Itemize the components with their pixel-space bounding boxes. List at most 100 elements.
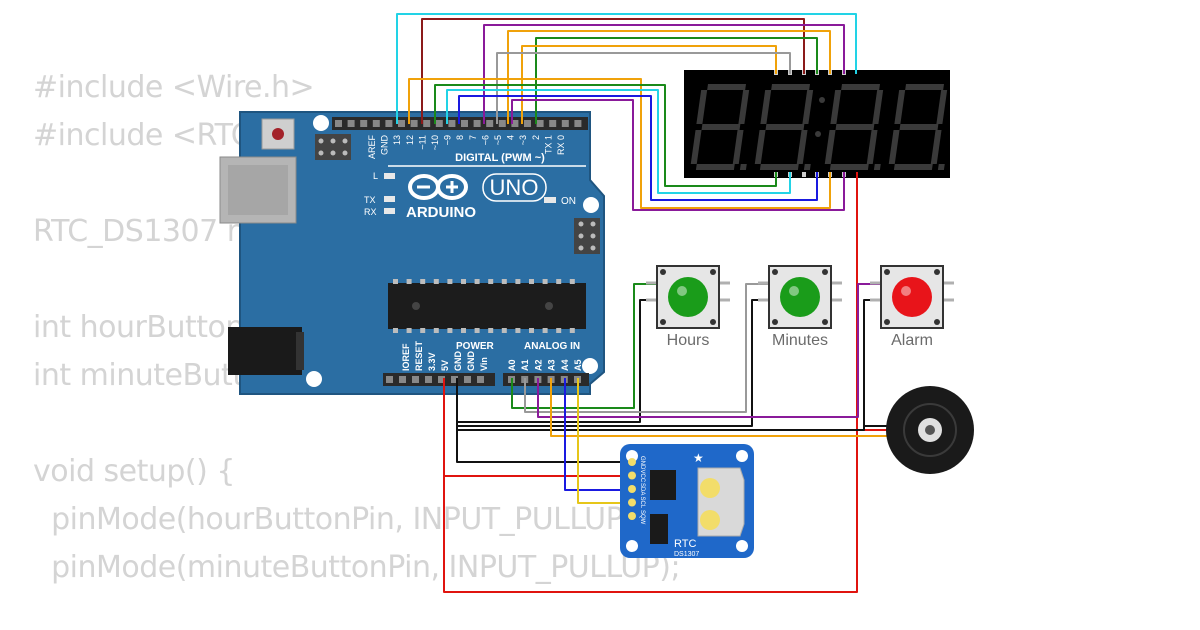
wire-green-top: [535, 37, 818, 124]
decimal-point: [937, 164, 945, 170]
wire-orange-mid: [408, 78, 831, 209]
atmega-chip: [388, 279, 586, 333]
rx-led: [384, 208, 395, 214]
header-hole: [423, 120, 431, 127]
minutes-button[interactable]: Minutes: [758, 265, 842, 349]
power-pin-label: Vin: [479, 357, 489, 371]
analog-pin-label: A1: [520, 359, 530, 371]
wires: [396, 13, 888, 593]
analog-pin-label: A2: [533, 359, 543, 371]
mounting-hole: [582, 358, 598, 374]
digital-pin-label: 13: [392, 135, 402, 145]
rtc-title: RTC: [674, 538, 696, 550]
header-hole: [385, 120, 393, 127]
seven-segment-display[interactable]: [684, 70, 956, 178]
uno-model-label: UNO: [490, 175, 539, 200]
wire-purple-a2: [537, 283, 881, 418]
tx-label: TX: [364, 195, 376, 205]
analog-pin-label: A3: [547, 359, 557, 371]
wire-gray-a1: [524, 283, 769, 413]
buzzer[interactable]: [886, 386, 974, 474]
wire-green-mid: [434, 84, 777, 187]
power-pin-label: IOREF: [401, 343, 411, 371]
rtc-pin: [628, 512, 636, 520]
digital-pin-label: RX 0: [556, 135, 566, 155]
header-hole: [448, 120, 456, 127]
header-hole: [335, 120, 342, 127]
wire-green-a0: [511, 283, 657, 409]
colon-dot: [819, 97, 825, 103]
button-label: Alarm: [891, 332, 933, 349]
reset-button[interactable]: [261, 118, 295, 150]
on-led: [544, 197, 556, 203]
code-line: pinMode(minuteButtonPin, INPUT_PULLUP);: [33, 550, 681, 585]
wire-cyan-top: [396, 13, 857, 124]
power-pin-label: 3.3V: [427, 352, 437, 371]
power-pin-label: RESET: [414, 340, 424, 371]
header-hole: [477, 376, 484, 383]
header-hole: [410, 120, 418, 127]
wire-black-gnd: [456, 378, 628, 463]
code-line: void setup() {: [33, 454, 235, 489]
wire-purple-mid: [511, 99, 845, 211]
digit-4: [888, 84, 948, 170]
digital-pin-label: TX 1: [543, 135, 553, 154]
rtc-chip-label: DS1307: [674, 551, 699, 558]
rx-label: RX: [364, 207, 377, 217]
digital-pin-label: 7: [468, 135, 478, 140]
rtc-pin: [628, 458, 636, 466]
l-label: L: [373, 171, 378, 181]
wire-blue-a4: [564, 378, 628, 491]
header-hole: [473, 120, 481, 127]
header-hole: [486, 120, 494, 127]
crystal: [650, 514, 668, 544]
icsp-header-2: [574, 218, 600, 254]
digital-pin-label: AREF: [367, 135, 377, 160]
wire-gray-top: [496, 52, 791, 124]
button-label: Minutes: [772, 332, 828, 349]
analog-in-label: ANALOG IN: [524, 341, 580, 352]
button-cap: [892, 277, 932, 317]
header-hole: [498, 120, 506, 127]
header-hole: [347, 120, 355, 127]
icsp-header: [315, 134, 351, 160]
power-label: POWER: [456, 341, 495, 352]
mounting-hole: [306, 371, 322, 387]
push-buttons: Hours Minutes Alarm: [646, 265, 954, 349]
analog-header: [503, 373, 589, 386]
header-hole: [561, 120, 569, 127]
code-line: pinMode(hourButtonPin, INPUT_PULLUP);: [33, 502, 644, 537]
power-pin-label: 5V: [440, 360, 450, 371]
digital-pin-label: 12: [405, 135, 415, 145]
hours-button[interactable]: Hours: [646, 265, 730, 349]
digit-1: [690, 84, 750, 170]
wire-orange-a3: [550, 378, 888, 437]
button-label: Hours: [667, 332, 710, 349]
code-line: #include <Wire.h>: [33, 70, 315, 105]
power-header: [383, 373, 495, 386]
header-hole: [461, 120, 468, 127]
header-hole: [372, 120, 380, 127]
button-cap: [668, 277, 708, 317]
digital-pin-label: 8: [455, 135, 465, 140]
analog-pin-label: A4: [560, 359, 570, 371]
rtc-pin-label: SQW: [639, 510, 645, 525]
tx-led: [384, 196, 395, 202]
rtc-pin-label: SCL: [639, 497, 645, 509]
alarm-button[interactable]: Alarm: [870, 265, 954, 349]
colon-dot: [815, 131, 821, 137]
decimal-point: [803, 164, 811, 170]
header-hole: [386, 376, 393, 383]
arduino-logo-icon: [408, 174, 468, 200]
rtc-pin-label: VCC: [639, 470, 645, 483]
digital-pin-label: GND: [380, 135, 390, 156]
decimal-point: [739, 164, 747, 170]
wire-purple-top: [483, 24, 845, 124]
